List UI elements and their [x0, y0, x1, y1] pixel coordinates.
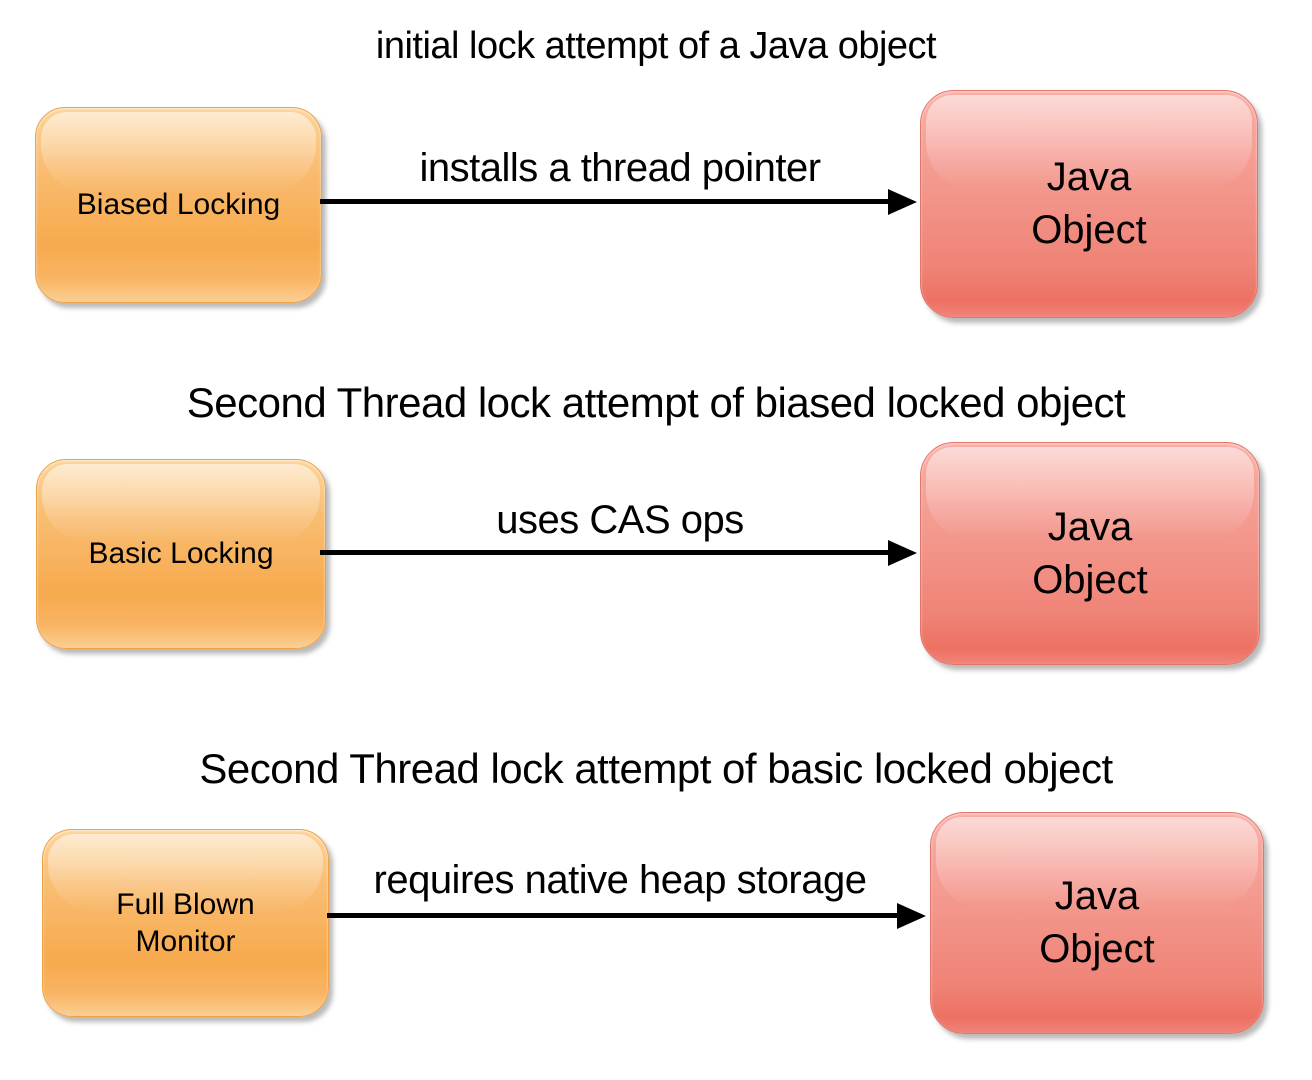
source-node: Full Blown Monitor — [42, 829, 329, 1017]
target-node: Java Object — [920, 90, 1258, 318]
section-title: Second Thread lock attempt of basic lock… — [199, 745, 1113, 792]
arrow-head-icon — [888, 188, 917, 215]
arrow-label: requires native heap storage — [373, 858, 868, 902]
source-node: Basic Locking — [36, 459, 326, 649]
arrow-line — [320, 539, 917, 566]
arrow-head-icon — [897, 902, 926, 929]
source-node-label: Biased Locking — [76, 188, 281, 222]
section-title: Second Thread lock attempt of biased loc… — [186, 379, 1126, 426]
source-node: Biased Locking — [35, 107, 322, 303]
target-node-label: Java Object — [1032, 504, 1148, 602]
section-title: initial lock attempt of a Java object — [375, 25, 937, 67]
arrow-label: installs a thread pointer — [419, 146, 821, 190]
target-node-label: Java Object — [1031, 155, 1147, 252]
target-node: Java Object — [920, 442, 1260, 665]
target-node: Java Object — [930, 812, 1264, 1034]
arrow-line — [327, 902, 926, 929]
source-node-label: Basic Locking — [88, 537, 274, 571]
arrow-head-icon — [888, 539, 917, 566]
target-node-label: Java Object — [1039, 874, 1155, 971]
arrow-label: uses CAS ops — [496, 498, 744, 542]
arrow-line — [320, 188, 917, 215]
source-node-label: Full Blown Monitor — [116, 887, 255, 959]
